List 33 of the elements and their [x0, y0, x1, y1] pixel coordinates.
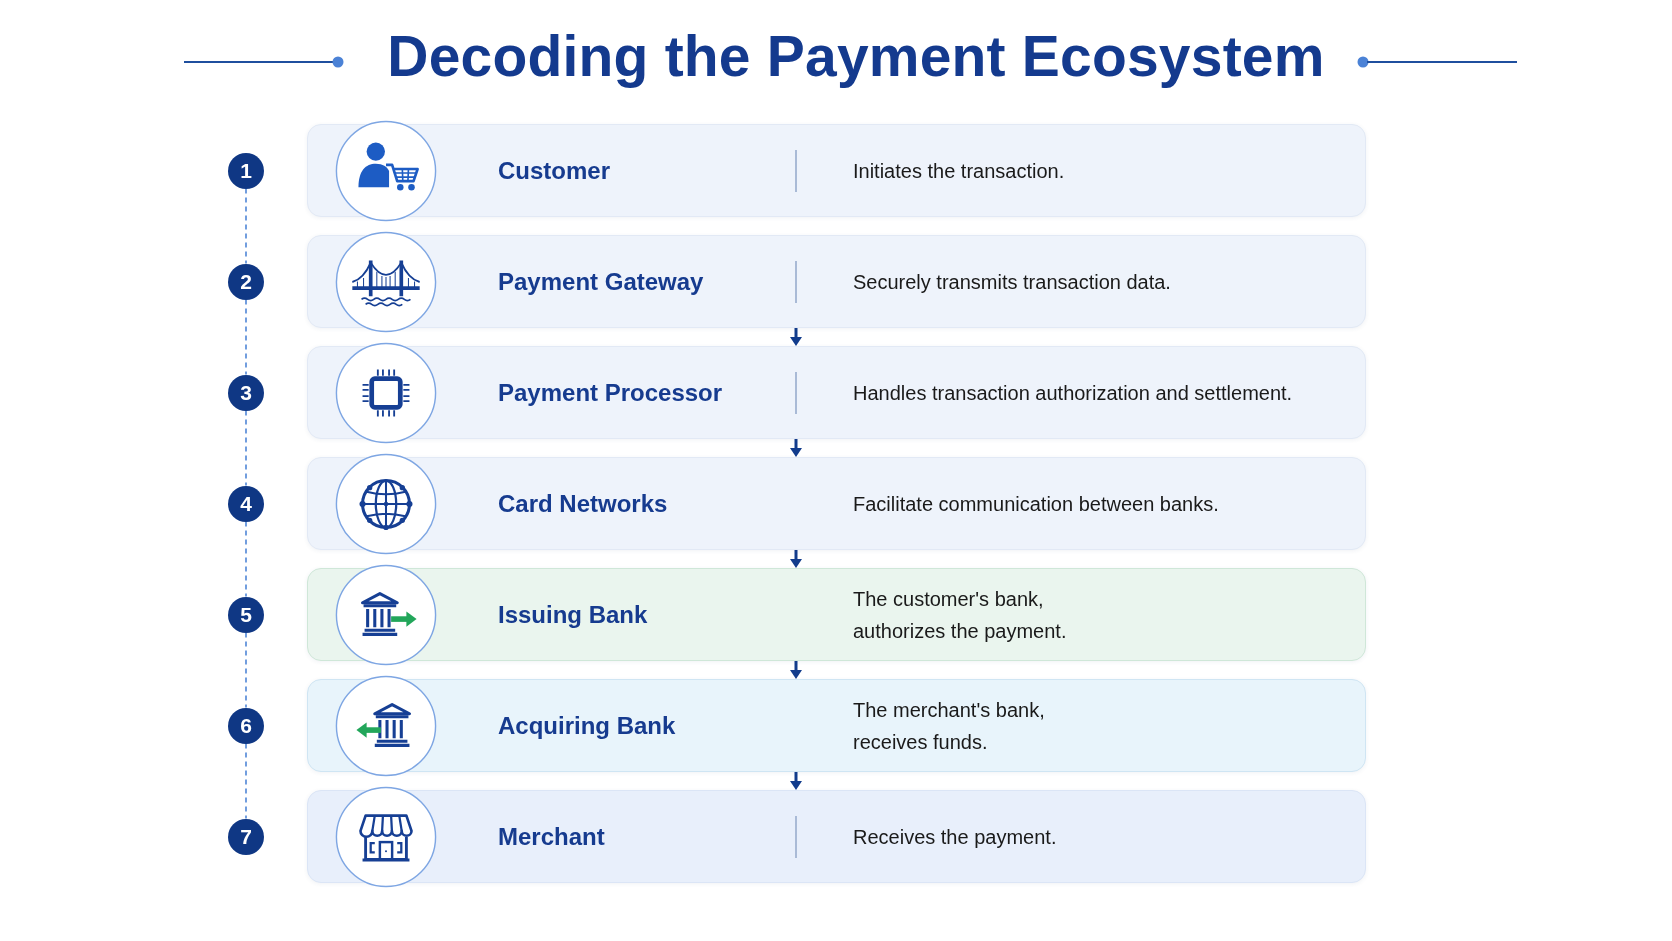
step-name: Merchant — [498, 822, 605, 851]
step-number: 2 — [228, 263, 264, 300]
arrow — [790, 328, 802, 346]
step-name: Customer — [498, 156, 611, 185]
step-description: Receives the payment. — [853, 824, 1057, 850]
dashed-line — [245, 187, 247, 265]
step-description: Handles transaction authorization and settlement. — [853, 380, 1293, 406]
step-number: 7 — [228, 818, 264, 855]
step-number: 5 — [228, 596, 264, 633]
step-description: Securely transmits transaction data. — [853, 269, 1171, 295]
step-description: Facilitate communication between banks. — [853, 491, 1219, 517]
arrow — [790, 439, 802, 457]
step-name: Payment Gateway — [498, 267, 704, 296]
step-description: The merchant's bank, receives funds. — [853, 697, 1046, 755]
step-name: Payment Processor — [498, 378, 723, 407]
arrow — [790, 550, 802, 568]
arrow — [790, 772, 802, 790]
step-name: Card Networks — [498, 489, 668, 518]
step-name: Acquiring Bank — [498, 711, 676, 740]
step-description: The customer's bank, authorizes the payment. — [853, 586, 1068, 644]
step-number: 4 — [228, 485, 264, 522]
dashed-line — [245, 631, 247, 709]
step-number: 1 — [228, 152, 264, 189]
title: Decoding the Payment Ecosystem — [387, 24, 1325, 90]
dashed-line — [245, 520, 247, 598]
step-name: Issuing Bank — [498, 600, 648, 629]
dashed-line — [245, 409, 247, 487]
step-number: 6 — [228, 707, 264, 744]
step-description: Initiates the transaction. — [853, 158, 1065, 184]
arrow — [790, 661, 802, 679]
dashed-line — [245, 742, 247, 820]
step-number: 3 — [228, 374, 264, 411]
dashed-line — [245, 298, 247, 376]
